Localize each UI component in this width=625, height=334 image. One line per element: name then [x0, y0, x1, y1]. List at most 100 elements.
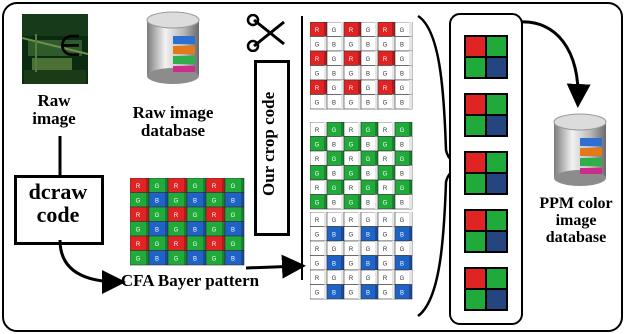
cfa-cell: G	[186, 235, 207, 251]
cfa-cell-letter: R	[174, 184, 179, 190]
cfa-cell-letter: G	[366, 86, 371, 92]
cfa-cell: R	[167, 235, 188, 251]
green-plane-cell: R	[377, 122, 396, 137]
green-plane-cell: R	[377, 150, 396, 166]
cfa-cell-letter: R	[349, 86, 354, 92]
blue-plane-cell: G	[360, 212, 379, 227]
cfa-cell-letter: B	[366, 71, 370, 77]
cfa-cell-letter: B	[366, 142, 370, 148]
red-plane-cell: B	[326, 94, 345, 110]
blue-plane-cell: G	[394, 269, 413, 285]
blue-plane-cell: G	[326, 240, 345, 256]
blue-plane-cell: G	[310, 284, 328, 300]
raw-image-label: Raw image	[32, 91, 76, 128]
cfa-cell-letter: G	[315, 71, 320, 77]
cfa-cell: R	[130, 235, 150, 251]
green-plane-cell: G	[310, 136, 328, 152]
blue-plane-cell: R	[343, 212, 362, 227]
cfa-cell-letter: B	[193, 198, 197, 204]
red-plane-cell: G	[360, 79, 379, 95]
cfa-cell-letter: B	[332, 100, 336, 106]
green-plane-cell: G	[360, 122, 379, 137]
cfa-cell-letter: R	[315, 247, 320, 253]
ppm-color-tile	[464, 209, 508, 253]
cfa-cell-letter: R	[315, 28, 320, 34]
cfa-cell: G	[130, 221, 150, 237]
cfa-cell-letter: G	[315, 200, 320, 206]
cfa-cell: R	[130, 178, 150, 193]
red-plane-cell: G	[377, 36, 396, 52]
cfa-cell-letter: R	[174, 213, 179, 219]
cfa-cell-letter: B	[366, 200, 370, 206]
cfa-cell-letter: B	[366, 232, 370, 238]
green-plane-cell: R	[343, 179, 362, 195]
red-plane-cell: R	[377, 50, 396, 66]
red-plane-cell: R	[343, 22, 362, 37]
cfa-cell: G	[130, 192, 150, 208]
cfa-cell: G	[167, 250, 188, 266]
cfa-cell-letter: G	[383, 171, 388, 177]
cfa-cell-letter: B	[332, 71, 336, 77]
cfa-cell-letter: G	[315, 42, 320, 48]
blue-plane-cell: G	[343, 226, 362, 242]
red-plane-cell: R	[310, 50, 328, 66]
cfa-cell-letter: G	[315, 261, 320, 267]
blue-plane-cell: R	[310, 212, 328, 227]
ppm-tile-column	[449, 13, 523, 325]
cfa-cell: G	[167, 221, 188, 237]
cfa-cell: G	[148, 206, 169, 222]
cfa-cell-letter: B	[155, 227, 159, 233]
cfa-cell-letter: G	[400, 218, 405, 224]
red-plane-cell: G	[343, 65, 362, 81]
cfa-cell-letter: B	[231, 256, 235, 262]
cfa-cell-letter: G	[349, 100, 354, 106]
cfa-cell-letter: G	[400, 186, 405, 192]
cfa-cell: B	[148, 250, 169, 266]
cfa-cell-letter: G	[332, 276, 337, 282]
green-plane-cell: G	[310, 194, 328, 210]
cfa-label: CFA Bayer pattern	[120, 271, 260, 290]
cfa-cell-letter: R	[349, 276, 354, 282]
cfa-cell-letter: B	[366, 290, 370, 296]
cfa-cell-letter: B	[155, 198, 159, 204]
cfa-cell-letter: R	[383, 57, 388, 63]
cfa-cell: B	[148, 221, 169, 237]
cfa-cell: G	[167, 192, 188, 208]
blue-plane-cell: R	[377, 212, 396, 227]
cfa-cell-letter: G	[366, 57, 371, 63]
cfa-cell-letter: G	[136, 256, 141, 262]
cfa-cell-letter: G	[231, 242, 236, 248]
red-plane-cell: B	[394, 94, 413, 110]
red-plane-cell: G	[360, 22, 379, 37]
cfa-cell: B	[148, 192, 169, 208]
red-plane-cell: R	[343, 50, 362, 66]
cfa-cell-letter: B	[332, 42, 336, 48]
cfa-cell-letter: G	[332, 86, 337, 92]
cfa-cell: G	[186, 206, 207, 222]
cfa-cell-letter: B	[332, 261, 336, 267]
blue-plane-cell: B	[326, 284, 345, 300]
red-plane-cell: G	[394, 79, 413, 95]
cfa-cell-letter: R	[383, 186, 388, 192]
red-plane-cell: G	[310, 36, 328, 52]
blue-plane-cell: R	[310, 269, 328, 285]
cfa-cell-letter: G	[349, 232, 354, 238]
blue-plane-cell: B	[360, 284, 379, 300]
cfa-cell-letter: G	[366, 247, 371, 253]
cfa-cell-letter: G	[383, 232, 388, 238]
cfa-cell: B	[224, 221, 245, 237]
cfa-cell-letter: G	[155, 213, 160, 219]
red-plane-cell: G	[310, 65, 328, 81]
green-plane-cell: G	[343, 165, 362, 181]
blue-plane-cell: G	[377, 255, 396, 271]
cfa-cell-letter: G	[332, 128, 337, 134]
cfa-cell-letter: R	[349, 57, 354, 63]
cfa-cell-letter: R	[383, 28, 388, 34]
red-plane-cell: B	[394, 65, 413, 81]
cfa-cell-letter: R	[349, 157, 354, 163]
cfa-cell-letter: B	[332, 200, 336, 206]
blue-plane-cell: G	[394, 212, 413, 227]
